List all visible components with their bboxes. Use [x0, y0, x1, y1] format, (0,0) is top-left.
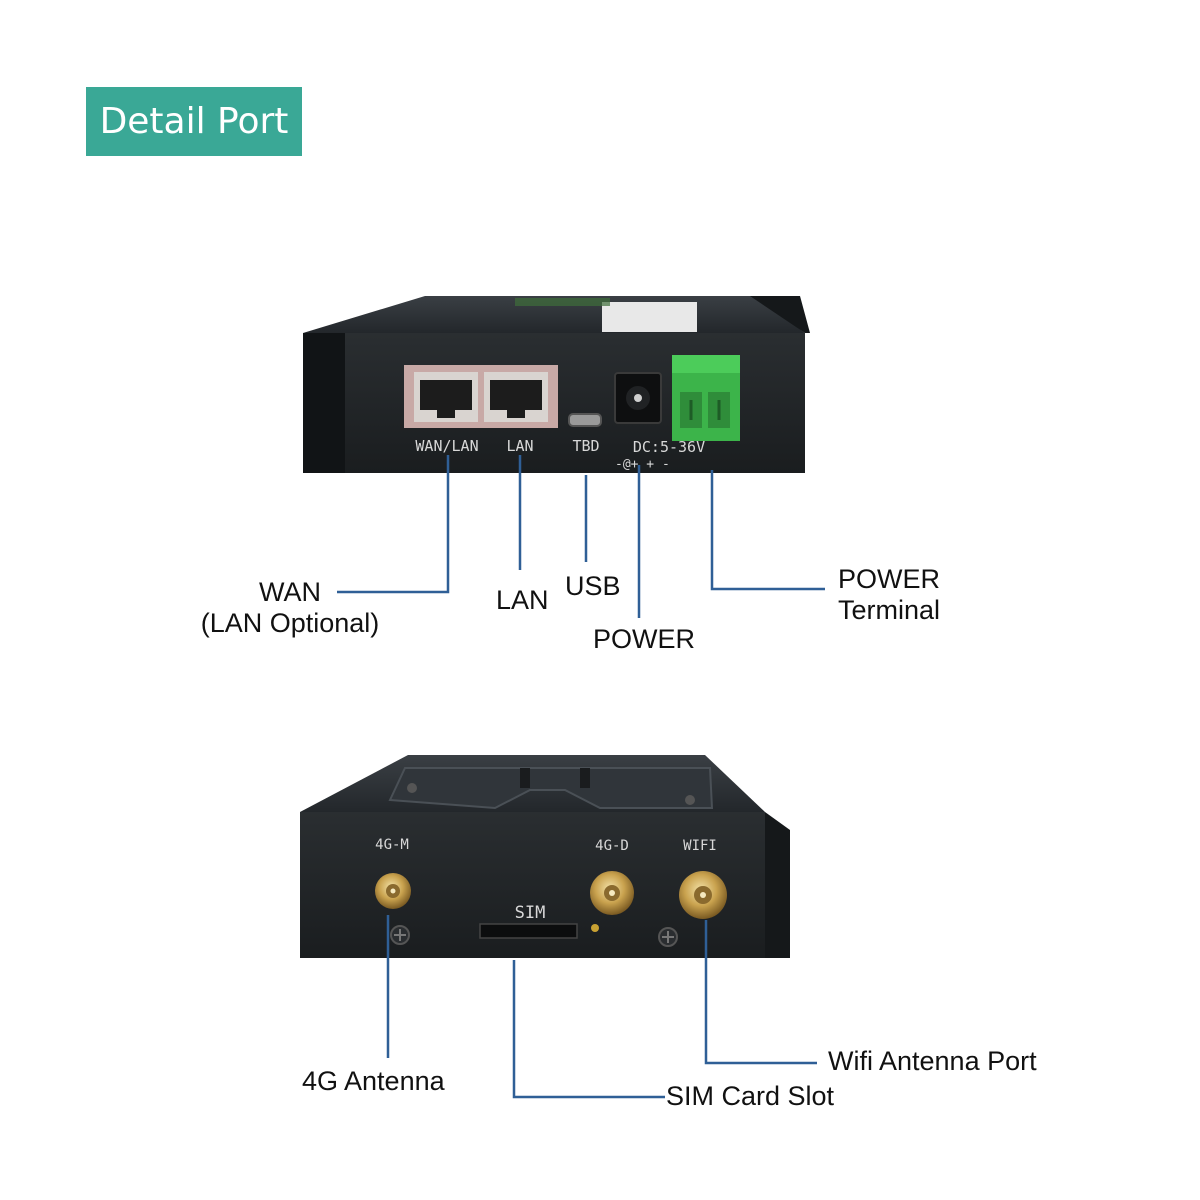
lan-port — [484, 372, 548, 422]
antenna-connector-wifi — [679, 871, 727, 919]
port-label-dc: DC:5-36V — [633, 438, 705, 456]
callout-wan-line2: (LAN Optional) — [200, 608, 380, 638]
leader-line-wifi — [704, 920, 817, 1065]
ethernet-port-block — [404, 365, 558, 428]
callout-wifi-antenna-port: Wifi Antenna Port — [828, 1046, 1037, 1076]
router-brand-strip — [515, 298, 610, 306]
polarity-marks: -@+ + - — [615, 457, 670, 472]
screw-left — [390, 925, 410, 945]
antenna-connector-4g-m — [375, 873, 411, 909]
dc-jack — [614, 372, 662, 424]
callout-4g-antenna: 4G Antenna — [302, 1066, 445, 1096]
router-front-view: WAN/LAN LAN TBD DC:5-36V -@+ + - — [303, 296, 810, 473]
port-label-sim: SIM — [515, 903, 546, 923]
leader-line-sim — [512, 960, 665, 1099]
port-label-lan: LAN — [506, 437, 533, 455]
detail-port-badge: Detail Port — [86, 87, 302, 156]
screw-right — [658, 927, 678, 947]
port-label-wan-lan: WAN/LAN — [415, 437, 478, 455]
leader-line-power-terminal — [710, 470, 825, 591]
router-front-bevel — [303, 333, 345, 473]
mounting-slot-1 — [520, 768, 530, 788]
antenna-connector-4g-d — [590, 871, 634, 915]
top-leader-lines — [337, 455, 825, 618]
plate-screw-1 — [407, 783, 417, 793]
callout-lan: LAN — [496, 585, 549, 615]
usb-port — [568, 413, 602, 427]
status-led — [591, 924, 599, 932]
router-label-sticker — [602, 302, 697, 332]
callout-power-terminal: POWER Terminal — [838, 564, 940, 626]
callout-usb: USB — [565, 571, 621, 601]
port-label-4g-d: 4G-D — [595, 838, 629, 854]
port-label-4g-m: 4G-M — [375, 837, 409, 853]
callout-sim-card-slot: SIM Card Slot — [666, 1081, 835, 1111]
callout-power: POWER — [593, 624, 696, 654]
leader-line-wan — [337, 455, 450, 594]
mounting-slot-2 — [580, 768, 590, 788]
wan-lan-port — [414, 372, 478, 422]
rear-right-side — [765, 812, 790, 958]
callout-wan-line1: WAN — [259, 577, 321, 607]
bottom-leader-lines — [386, 915, 817, 1099]
port-label-tbd: TBD — [572, 437, 599, 455]
power-terminal-block — [672, 355, 740, 441]
page-title: Detail Port — [99, 101, 289, 142]
callout-power-terminal-line1: POWER — [838, 564, 941, 594]
callout-power-terminal-line2: Terminal — [838, 595, 941, 625]
sim-slot — [479, 923, 578, 939]
plate-screw-2 — [685, 795, 695, 805]
callout-wan: WAN (LAN Optional) — [190, 577, 390, 639]
router-rear-view: 4G-M 4G-D WIFI SIM — [300, 755, 790, 958]
mounting-plate — [388, 767, 714, 810]
port-label-wifi: WIFI — [683, 838, 717, 854]
din-rail-clip — [750, 296, 810, 333]
